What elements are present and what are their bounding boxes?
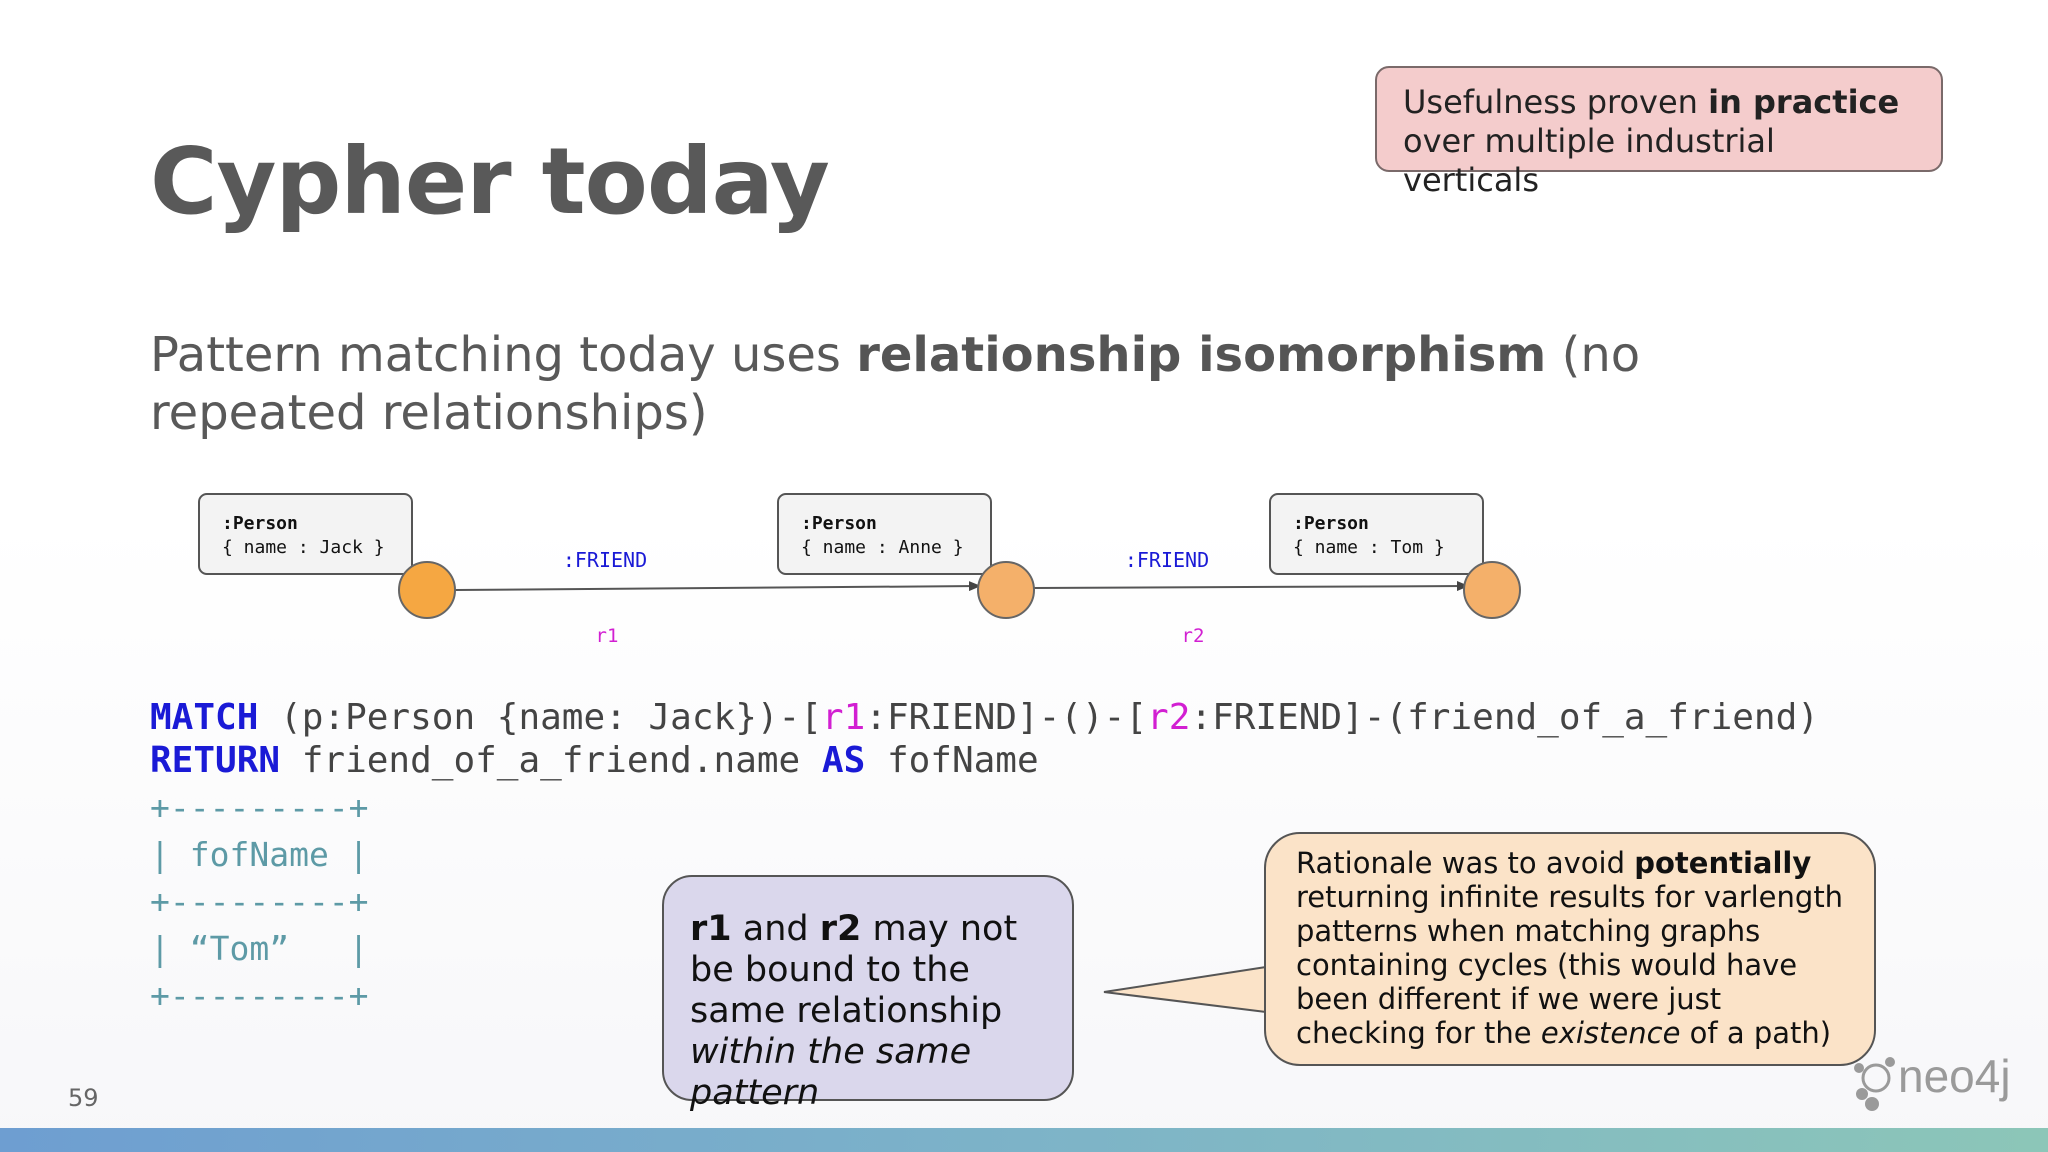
- neo4j-logo: neo4j: [1854, 1050, 2011, 1111]
- node-tom-props: { name : Tom }: [1293, 537, 1445, 558]
- rationale-mid: returning infinite results for varlength…: [1296, 880, 1844, 1050]
- callout-text-pre: Usefulness proven: [1403, 83, 1709, 121]
- edge-r2-type: :FRIEND: [1125, 548, 1209, 572]
- query-line-return: RETURN friend_of_a_friend.name AS fofNam…: [150, 739, 1819, 782]
- friend-graph-diagram: :FRIEND r1 :FRIEND r2 :Person { name : J…: [198, 493, 1521, 647]
- rationale-italic: existence: [1540, 1016, 1681, 1050]
- rationale-bold: potentially: [1634, 846, 1812, 880]
- node-anne-label-box: [777, 493, 992, 575]
- table-border-top: +---------+: [150, 788, 369, 827]
- cypher-query: MATCH (p:Person {name: Jack})-[r1:FRIEND…: [150, 696, 1819, 782]
- slide-subtitle: Pattern matching today uses relationship…: [150, 326, 1850, 442]
- query-seg-3: :FRIEND]-(friend_of_a_friend): [1190, 697, 1819, 738]
- table-header-row: | fofName |: [150, 835, 369, 874]
- query-seg-1: (p:Person {name: Jack})-[: [258, 697, 822, 738]
- as-keyword: AS: [821, 740, 866, 781]
- isomorphism-note-bubble: r1 and r2 may not be bound to the same r…: [662, 875, 1074, 1113]
- speech-pointer-shape: [1103, 966, 1267, 1013]
- node-anne-props: { name : Anne }: [801, 537, 964, 558]
- query-seg-2: :FRIEND]-()-[: [865, 697, 1148, 738]
- node-tom-circle: [1463, 561, 1521, 619]
- slide-title: Cypher today: [150, 128, 830, 235]
- node-jack-circle: [398, 561, 456, 619]
- node-jack-label-box: [198, 493, 413, 575]
- edge-r2-line: [1033, 581, 1469, 592]
- query-seg-4: friend_of_a_friend.name: [280, 740, 822, 781]
- edge-r1-type: :FRIEND: [563, 548, 647, 572]
- node-tom-label-box: [1269, 493, 1484, 575]
- node-jack-label: :Person: [222, 513, 298, 534]
- subtitle-text-pre: Pattern matching today uses: [150, 327, 857, 383]
- rationale-post: of a path): [1680, 1016, 1832, 1050]
- usefulness-callout: Usefulness proven in practice over multi…: [1375, 66, 1943, 199]
- subtitle-text-post: (no repeated relationships): [150, 327, 1641, 441]
- neo4j-logo-icon: [1854, 1057, 1895, 1111]
- query-seg-5: fofName: [865, 740, 1039, 781]
- match-keyword: MATCH: [150, 697, 259, 738]
- logo-text: neo4j: [1898, 1050, 2011, 1102]
- footer-bar: [0, 1128, 2048, 1152]
- note-text: may not be bound to the same relationshi…: [690, 909, 1018, 1031]
- return-keyword: RETURN: [150, 740, 281, 781]
- query-var-r1: r1: [821, 697, 866, 738]
- subtitle-text-bold: relationship isomorphism: [856, 327, 1547, 383]
- note-italic: within the same pattern: [690, 1032, 972, 1113]
- rationale-speech-bubble: Rationale was to avoid potentially retur…: [1264, 832, 1876, 1066]
- rationale-pre: Rationale was to avoid: [1296, 846, 1635, 880]
- callout-text-post: over multiple industrial verticals: [1403, 122, 1775, 199]
- query-line-match: MATCH (p:Person {name: Jack})-[r1:FRIEND…: [150, 696, 1819, 739]
- callout-text-bold: in practice: [1708, 83, 1900, 121]
- node-tom-label: :Person: [1293, 513, 1369, 534]
- node-jack-props: { name : Jack }: [222, 537, 385, 558]
- node-anne-label: :Person: [801, 513, 877, 534]
- page-number: 59: [68, 1084, 99, 1112]
- edge-r2-var: r2: [1182, 625, 1205, 647]
- table-border-mid: +---------+: [150, 882, 369, 921]
- result-table: +---------+ | fofName | +---------+ | “Tom”…: [150, 784, 369, 1019]
- speech-pointer: [1103, 966, 1267, 1013]
- edge-r1-line: [454, 581, 981, 592]
- note-r2: r2: [819, 909, 862, 949]
- node-anne-circle: [977, 561, 1035, 619]
- note-r1: r1: [690, 909, 732, 949]
- table-border-bottom: +---------+: [150, 976, 369, 1015]
- edge-r1-var: r1: [596, 625, 619, 647]
- query-var-r2: r2: [1147, 697, 1191, 738]
- table-value-row: | “Tom” |: [150, 929, 369, 968]
- note-and: and: [731, 909, 820, 949]
